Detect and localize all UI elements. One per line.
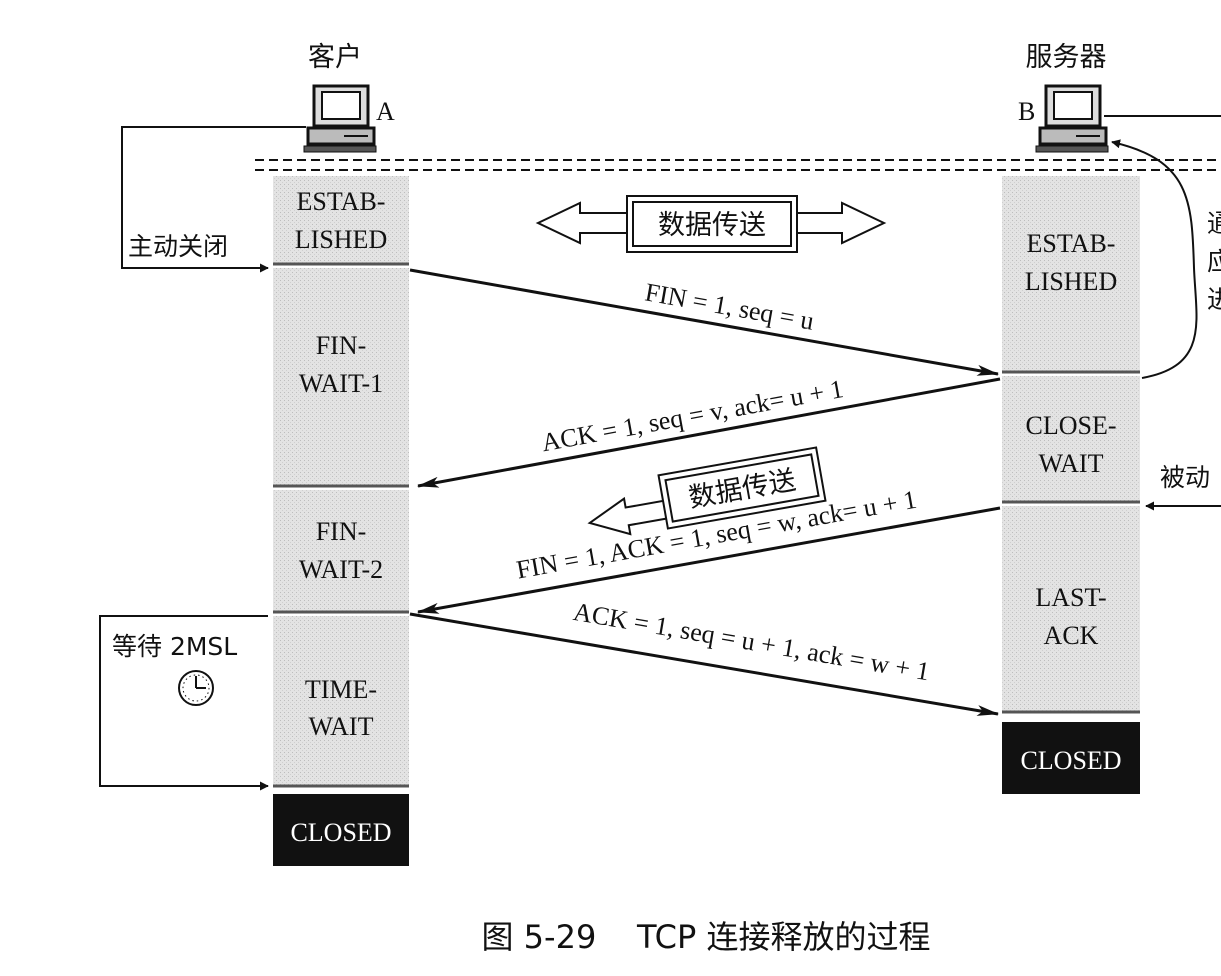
figure-caption: 图 5-29 TCP 连接释放的过程 xyxy=(482,918,931,956)
state-label-line: WAIT xyxy=(1039,449,1104,478)
client-state-column: ESTAB- LISHED FIN- WAIT-1 FIN- WAIT-2 TI… xyxy=(273,176,409,866)
state-label-line: TIME- xyxy=(305,675,377,704)
state-last-ack: LAST- ACK xyxy=(1002,506,1140,714)
state-label-line: WAIT-1 xyxy=(299,369,383,398)
state-label-line: LAST- xyxy=(1035,583,1106,612)
client-label: 客户 xyxy=(308,42,362,73)
message-arrow-fin-ack xyxy=(416,506,1001,614)
data-transfer-middle: 数据传送 xyxy=(587,446,827,536)
state-label-line: CLOSED xyxy=(1020,746,1121,775)
server-state-column: ESTAB- LISHED CLOSE- WAIT LAST- ACK CLOS… xyxy=(1002,176,1140,794)
message-arrow-fin xyxy=(409,268,1000,376)
computer-icon xyxy=(1035,84,1109,153)
notify-label-char: 通 xyxy=(1207,209,1221,238)
server-label: 服务器 xyxy=(1026,42,1107,73)
clock-icon xyxy=(178,670,214,706)
state-label-line: CLOSED xyxy=(290,818,391,847)
state-label-line: LISHED xyxy=(1025,267,1117,296)
notify-label-char: 应 xyxy=(1207,247,1221,276)
state-label-line: ACK xyxy=(1044,621,1099,650)
active-close-bracket xyxy=(121,126,306,273)
wait-2msl-bracket xyxy=(99,615,269,791)
state-label-line: WAIT xyxy=(309,712,374,741)
state-closed: CLOSED xyxy=(1002,722,1140,794)
active-close-label: 主动关闭 xyxy=(128,232,228,261)
notify-application-curve xyxy=(1111,139,1198,379)
state-label-line: ESTAB- xyxy=(1027,229,1116,258)
state-label-line: CLOSE- xyxy=(1026,411,1117,440)
message-arrow-final-ack xyxy=(409,612,1000,716)
state-fin-wait-1: FIN- WAIT-1 xyxy=(273,268,409,488)
state-established: ESTAB- LISHED xyxy=(273,176,409,266)
state-label-line: WAIT-2 xyxy=(299,555,383,584)
computer-icon xyxy=(303,84,377,153)
data-transfer-label: 数据传送 xyxy=(658,210,766,241)
state-close-wait: CLOSE- WAIT xyxy=(1002,376,1140,504)
message-arrow-ack xyxy=(416,377,1001,488)
state-fin-wait-2: FIN- WAIT-2 xyxy=(273,490,409,614)
passive-close-label: 被动 xyxy=(1160,463,1210,492)
client-host-label: A xyxy=(376,97,395,126)
state-label-line: LISHED xyxy=(295,225,387,254)
state-time-wait: TIME- WAIT xyxy=(273,616,409,788)
state-label-line: FIN- xyxy=(316,331,367,360)
server-host-label: B xyxy=(1018,97,1035,126)
data-transfer-top: 数据传送 xyxy=(535,195,887,253)
state-established: ESTAB- LISHED xyxy=(1002,176,1140,374)
notify-label-char: 进 xyxy=(1207,285,1221,314)
state-label-line: FIN- xyxy=(316,517,367,546)
state-label-line: ESTAB- xyxy=(297,187,386,216)
state-closed: CLOSED xyxy=(273,794,409,866)
wait-2msl-label: 等待 2MSL xyxy=(112,632,237,661)
